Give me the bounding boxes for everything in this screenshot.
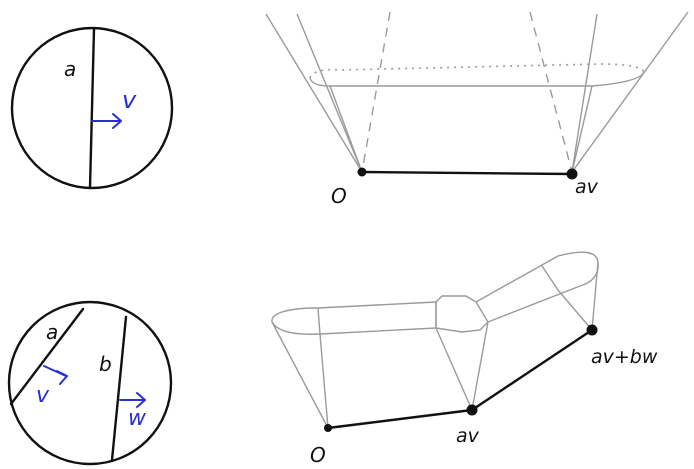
point-origin-2 [324, 424, 332, 432]
tube-diagram-top: O av [265, 11, 689, 208]
dashed-line-left [361, 11, 391, 173]
av-label: av [575, 176, 599, 198]
chord-a-2 [9, 307, 85, 406]
point-origin [357, 167, 367, 177]
cylinder-side-left [329, 85, 363, 173]
drop-line-start-inner [319, 333, 329, 429]
cylinder-rim-back [309, 63, 645, 79]
drop-line-end-left [557, 289, 593, 331]
vector-v-arrow-2 [43, 365, 68, 385]
tube2-rib [541, 265, 559, 291]
dashed-line-right [529, 11, 573, 173]
circle-one-chord: a v [10, 26, 174, 190]
drop-line-mid-left [435, 327, 473, 411]
outer-circle-2 [7, 300, 173, 466]
origin-label-2: O [310, 443, 326, 467]
drop-line-end-right [591, 261, 599, 331]
segment-av-avbw [470, 328, 594, 412]
tube1-left-rib [317, 307, 321, 335]
av-bw-label: av+bw [591, 346, 658, 368]
cone-line-right-inner [571, 13, 598, 173]
chord-a-label-2: a [46, 320, 58, 344]
vector-v-arrow [91, 113, 122, 129]
tube-diagram-bottom: O av av+bw [271, 251, 658, 467]
segment-o-av-2 [326, 408, 474, 430]
chord-b-label: b [99, 352, 112, 376]
vector-v-label: v [122, 86, 137, 114]
chord-a-label: a [64, 57, 76, 81]
tube1-top-edge [317, 301, 437, 309]
cone-line-right-outer [571, 11, 689, 173]
vector-w-arrow [119, 392, 146, 408]
tube1-bottom-edge [319, 327, 437, 335]
cone-line-left-inner [296, 13, 363, 173]
segment-o-av [360, 170, 574, 176]
chord-a [88, 27, 96, 190]
joint-outline [435, 295, 489, 333]
outer-circle [10, 26, 174, 190]
point-av-2 [466, 404, 478, 416]
end-cap-left-bottom [271, 321, 321, 335]
drop-line-mid-right [471, 321, 489, 411]
end-cap-right [557, 251, 599, 287]
point-av [566, 168, 578, 180]
tube2-top-edge [475, 255, 559, 303]
end-cap-left [271, 307, 318, 323]
tube2-bottom-edge [487, 285, 581, 323]
vector-v-label-2: v [36, 383, 50, 408]
cylinder-rim-front [309, 71, 645, 87]
point-av-bw [586, 324, 598, 336]
cylinder-side-right [571, 85, 593, 173]
circle-two-chords: a b v w [7, 300, 173, 466]
drop-line-start-outer [271, 321, 329, 429]
chord-b [110, 315, 128, 462]
cone-line-left-outer [265, 13, 363, 173]
av-label-2: av [456, 425, 480, 447]
origin-label: O [331, 184, 347, 208]
vector-w-label: w [128, 406, 147, 431]
